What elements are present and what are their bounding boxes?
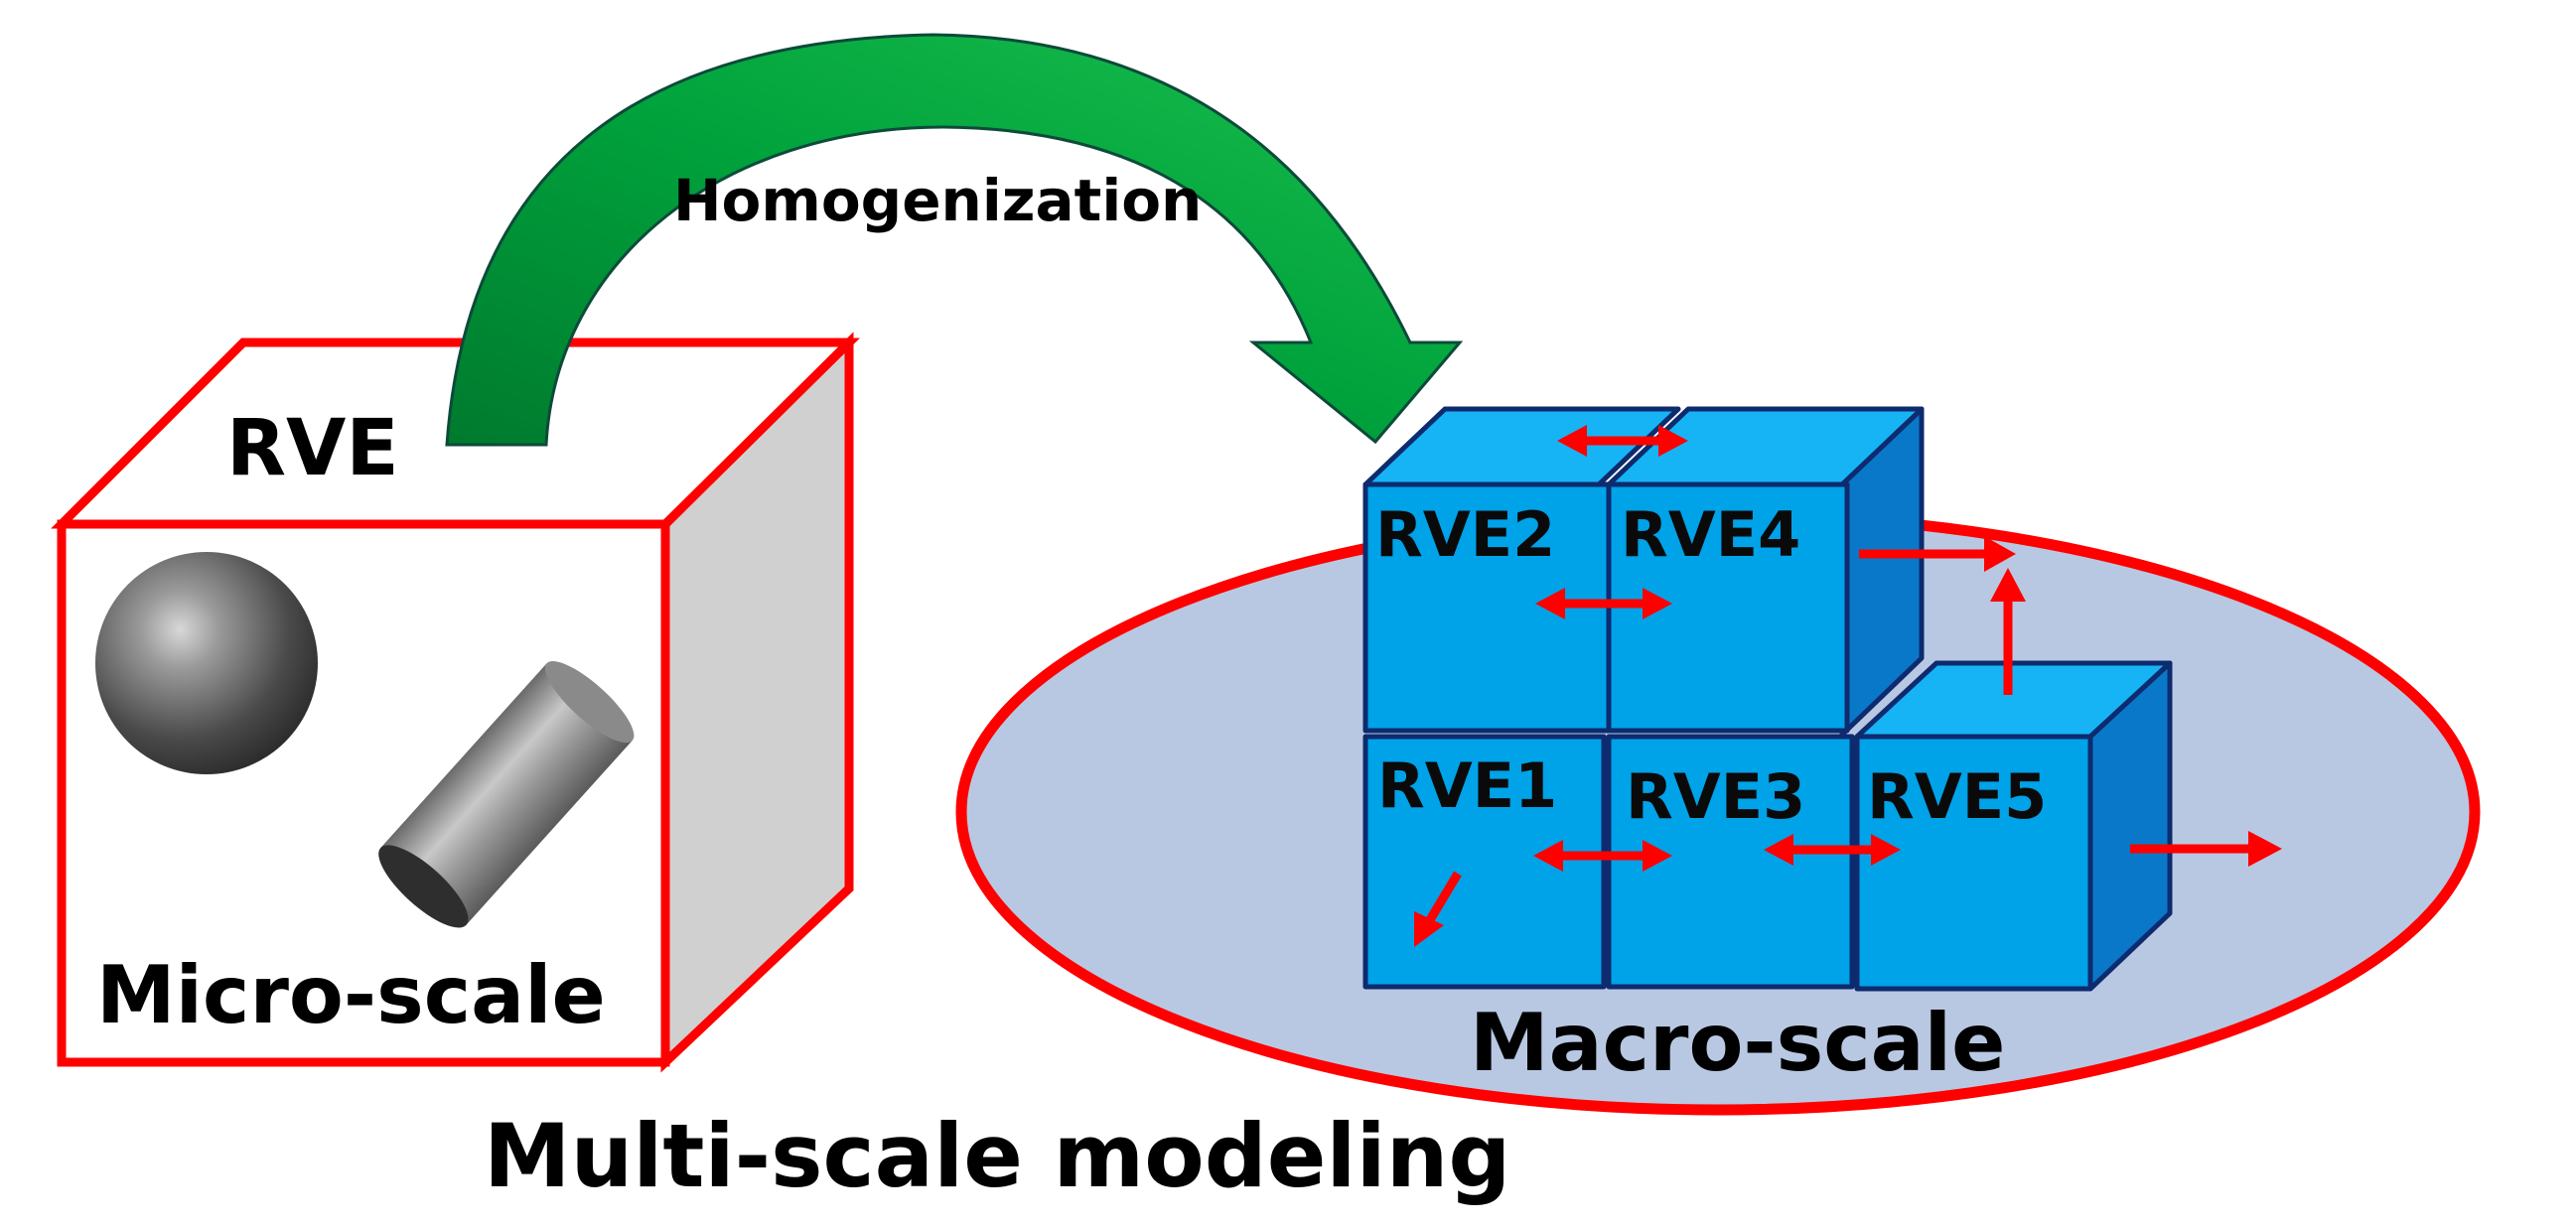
- cube-label-rve5: RVE5: [1867, 760, 2047, 833]
- right-arrow-rve5: [2130, 831, 2282, 867]
- interaction-arrows: [1414, 425, 2282, 947]
- diagram-title: Multi-scale modeling: [484, 1105, 1510, 1207]
- double-arrow-rve1-rve3: [1533, 840, 1672, 872]
- right-arrow-rve4: [1859, 536, 2016, 572]
- sphere-particle: [95, 552, 318, 774]
- homogenization-label: Homogenization: [673, 167, 1202, 234]
- cube-label-rve3: RVE3: [1626, 760, 1805, 833]
- cylinder-particle: [378, 661, 635, 928]
- cube-rve1: [1362, 734, 1607, 990]
- cube-label-rve4: RVE4: [1621, 498, 1800, 571]
- homogenization-arrow: [445, 33, 1464, 447]
- cube-label-rve1: RVE1: [1377, 750, 1557, 822]
- cube-label-rve2: RVE2: [1375, 498, 1555, 571]
- cube-rve3: [1606, 734, 1855, 990]
- diagonal-arrow-rve1: [1414, 871, 1462, 947]
- double-arrow-middle: [1535, 588, 1672, 619]
- double-arrow-top: [1557, 425, 1688, 457]
- cube-stack: [1362, 406, 2173, 992]
- up-arrow-rve5: [1990, 568, 2026, 695]
- micro-scale-label: Micro-scale: [96, 949, 606, 1041]
- double-arrow-rve3-rve5: [1764, 834, 1901, 866]
- macro-scale-label: Macro-scale: [1470, 997, 2005, 1089]
- rve-box-label: RVE: [226, 404, 399, 493]
- cube-rve5: [1854, 734, 2093, 992]
